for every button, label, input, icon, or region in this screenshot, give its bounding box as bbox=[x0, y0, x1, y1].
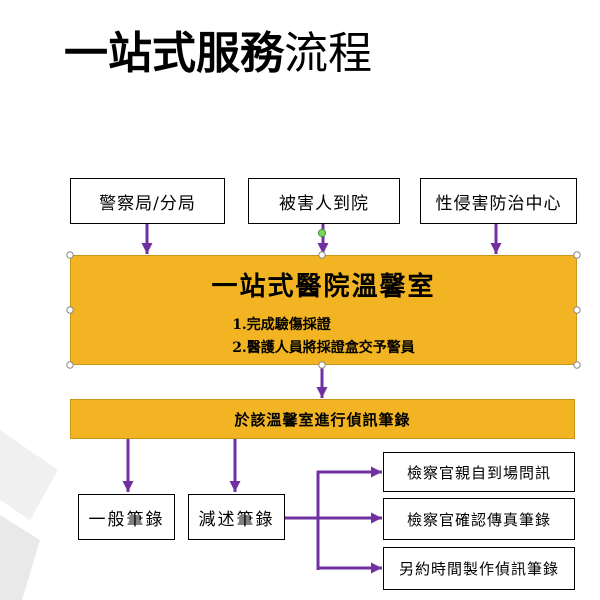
record-label: 減述筆錄 bbox=[198, 509, 275, 530]
page-title-bold: 一站式服務 bbox=[64, 28, 284, 79]
option-box-fax-confirmation: 檢察官確認傳真筆錄 bbox=[383, 498, 575, 540]
interview-bar: 於該溫馨室進行偵訊筆錄 bbox=[70, 399, 575, 439]
hub-box[interactable]: 一站式醫院溫馨室 1.完成驗傷採證 2.醫護人員將採證盒交予警員 bbox=[70, 255, 577, 365]
decor-shape-upper bbox=[0, 430, 58, 520]
option-label: 檢察官親自到場問訊 bbox=[406, 463, 551, 482]
source-box-prevention-center: 性侵害防治中心 bbox=[420, 178, 577, 224]
option-label: 另約時間製作偵訊筆錄 bbox=[398, 560, 559, 578]
option-label: 檢察官確認傳真筆錄 bbox=[406, 510, 551, 529]
option-box-prosecutor-onsite: 檢察官親自到場問訊 bbox=[383, 452, 575, 492]
source-label: 性侵害防治中心 bbox=[435, 193, 562, 214]
source-box-police: 警察局/分局 bbox=[70, 178, 225, 224]
decor-shape-lower bbox=[0, 515, 40, 600]
record-box-reduced: 減述筆錄 bbox=[188, 494, 285, 540]
interview-label: 於該溫馨室進行偵訊筆錄 bbox=[234, 410, 411, 429]
source-label: 警察局/分局 bbox=[99, 193, 196, 214]
page-title: 一站式服務流程 bbox=[64, 26, 372, 82]
hub-steps: 1.完成驗傷採證 2.醫護人員將採證盒交予警員 bbox=[232, 314, 415, 360]
hub-step: 2.醫護人員將採證盒交予警員 bbox=[232, 340, 415, 356]
hub-title: 一站式醫院溫馨室 bbox=[211, 272, 436, 302]
source-box-victim: 被害人到院 bbox=[248, 178, 400, 224]
option-box-scheduled-interview: 另約時間製作偵訊筆錄 bbox=[383, 547, 575, 590]
source-label: 被害人到院 bbox=[279, 193, 369, 214]
record-box-general: 一般筆錄 bbox=[78, 494, 175, 540]
hub-step: 1.完成驗傷採證 bbox=[232, 317, 331, 333]
page-title-light: 流程 bbox=[284, 28, 372, 79]
record-label: 一般筆錄 bbox=[88, 509, 165, 530]
